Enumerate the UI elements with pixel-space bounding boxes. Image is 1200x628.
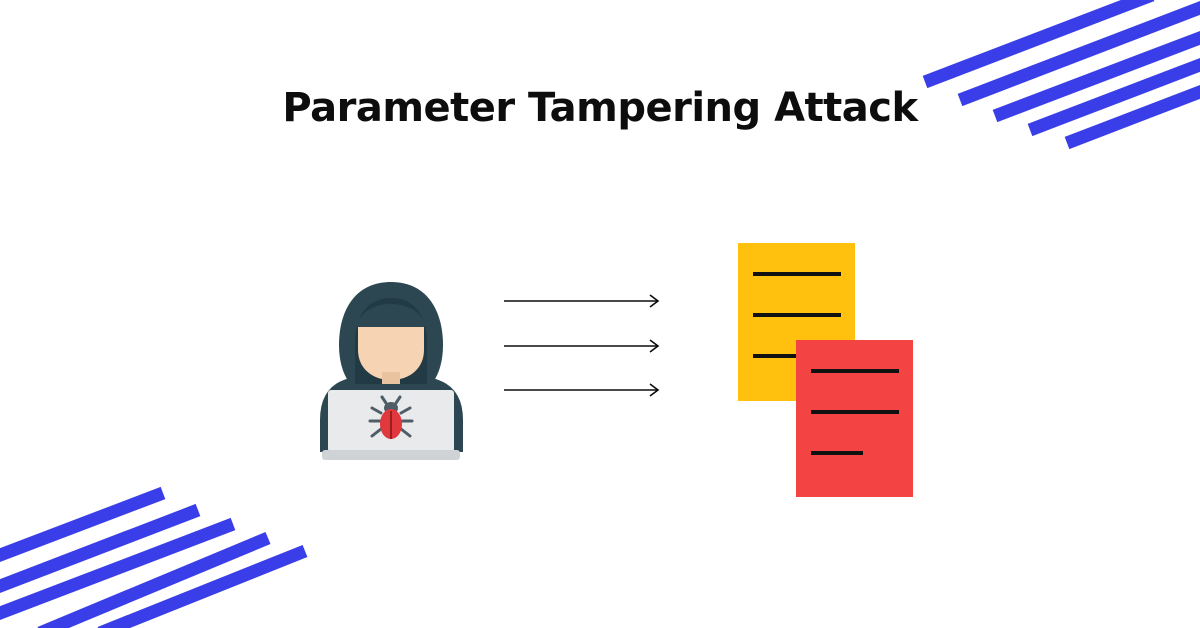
stripe — [97, 544, 308, 628]
hacker-face — [358, 324, 424, 380]
page-title: Parameter Tampering Attack — [282, 85, 918, 131]
stripe — [957, 0, 1200, 107]
stripe — [1064, 84, 1200, 150]
stripe — [992, 30, 1200, 123]
stripe — [0, 517, 236, 621]
stripe — [0, 486, 166, 563]
decorative-stripes-bottom-left — [0, 486, 308, 628]
arrow-right-icon — [504, 383, 660, 397]
decorative-stripes-top-right — [922, 0, 1200, 150]
arrow-right-icon — [504, 294, 660, 308]
laptop-base — [322, 450, 460, 460]
stripe — [37, 532, 271, 628]
stripe — [0, 503, 201, 594]
stripe — [922, 0, 1155, 89]
hacker-hood-brim — [356, 304, 426, 327]
stripe — [1027, 57, 1200, 137]
document-icon-front — [796, 340, 913, 497]
arrows — [504, 294, 660, 397]
hacker-neck — [382, 372, 400, 384]
bug-icon — [368, 395, 414, 439]
arrow-right-icon — [504, 339, 660, 353]
hacker-icon — [320, 282, 463, 460]
